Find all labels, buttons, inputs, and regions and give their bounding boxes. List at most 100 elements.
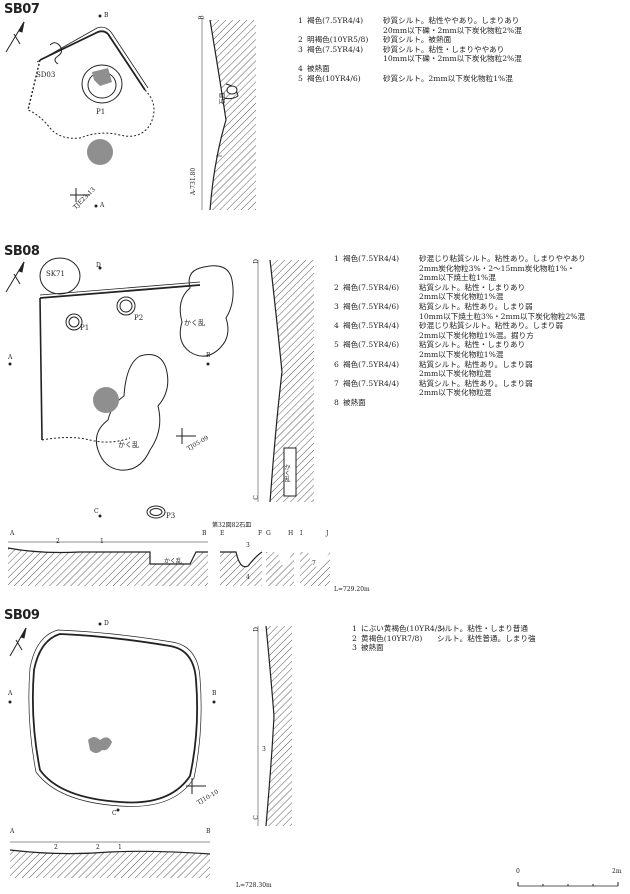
p3-label: P3 bbox=[166, 512, 176, 520]
section-b-label: B bbox=[198, 15, 206, 20]
profile-h: H bbox=[288, 530, 294, 537]
profile-e: E bbox=[220, 530, 225, 537]
legend-desc: 2mm以下炭化物粒1%混 bbox=[419, 349, 504, 359]
p2-label: P2 bbox=[134, 314, 144, 322]
sk71-label: SK71 bbox=[46, 270, 65, 278]
sb07-title: SB07 bbox=[4, 2, 40, 17]
plan-point-c: C bbox=[94, 508, 99, 515]
legend-desc: 砂質シルト。被熱面 bbox=[383, 35, 452, 45]
profile-level: L=729.20m bbox=[334, 586, 370, 593]
plan-point-a: A bbox=[8, 690, 13, 697]
profile-layer-3: 3 bbox=[246, 542, 250, 549]
plan-point-c: C bbox=[112, 810, 117, 817]
legend-number: 4 bbox=[334, 321, 339, 331]
legend-desc: 粘質シルト。粘性・しまりあり bbox=[419, 282, 526, 292]
legend-color: 褐色(7.5YR4/4) bbox=[307, 16, 364, 25]
profile-j: J bbox=[326, 530, 329, 537]
profile-i: I bbox=[300, 530, 303, 537]
profile-layer-1: 1 bbox=[100, 538, 104, 545]
legend-desc: 2mm炭化物粒3%・2〜15mm炭化物粒1%・ bbox=[419, 263, 575, 273]
profile-g: G bbox=[266, 530, 271, 537]
legend-desc: 粘質シルト。粘性・しまりあり bbox=[419, 340, 526, 350]
legend-color: 被熱面 bbox=[361, 643, 384, 653]
legend-color: 褐色(7.5YR4/4) bbox=[343, 321, 400, 331]
legend-color: 被熱面 bbox=[343, 397, 366, 407]
legend-desc: 2mm以下炭化物粒1%混 bbox=[419, 292, 504, 302]
kakuran-label-1: かく乱 bbox=[184, 319, 205, 327]
profile-layer-2a: 2 bbox=[54, 844, 58, 851]
scale-max: 2m bbox=[612, 868, 622, 875]
legend-desc: 粘質シルト。粘性あり。しまり弱 bbox=[419, 301, 533, 311]
profile-layer-1: 1 bbox=[118, 844, 122, 851]
legend-color: 褐色(7.5YR4/4) bbox=[307, 44, 364, 54]
legend-desc: 砂質シルト。粘性ややあり。しまりあり bbox=[383, 16, 520, 25]
profile-a: A bbox=[10, 828, 15, 835]
legend-color: 明褐色(10YR5/8) bbox=[307, 35, 369, 45]
sb08-profile bbox=[7, 541, 330, 586]
sb09-profile bbox=[9, 841, 211, 878]
sb08-title: SB08 bbox=[4, 244, 40, 259]
p1-label: P1 bbox=[96, 108, 106, 116]
sb09-title: SB09 bbox=[4, 608, 40, 623]
legend-desc: 20mm以下礫・2mm以下炭化物粒2%混 bbox=[383, 25, 522, 35]
legend-desc: 粘質シルト。粘性あり。しまり弱 bbox=[419, 359, 533, 369]
legend-desc: 10mm以下礫・2mm以下炭化物粒2%混 bbox=[383, 54, 522, 64]
sb08-section bbox=[257, 259, 314, 503]
profile-f: F bbox=[258, 530, 263, 537]
profile-b: B bbox=[206, 828, 211, 835]
legend-row: 1 褐色(7.5YR4/4) 砂混じり粘質シルト。粘性あり。しまりややあり bbox=[334, 254, 586, 264]
legend-number: 2 bbox=[352, 633, 357, 643]
sb07-plan bbox=[5, 14, 155, 208]
plan-point-a: A bbox=[8, 354, 13, 361]
profile-layer-7: 7 bbox=[312, 560, 316, 567]
legend-color: 褐色(7.5YR4/4) bbox=[343, 378, 400, 388]
profile-layer-2: 2 bbox=[56, 538, 60, 545]
burnt-surface bbox=[93, 387, 119, 413]
profile-kakuran: かく乱 bbox=[164, 558, 183, 565]
legend-row: 4 褐色(7.5YR4/4) 砂混じり粘質シルト。粘性あり。しまり弱 bbox=[334, 321, 586, 331]
legend-color: 褐色(7.5YR4/4) bbox=[343, 359, 400, 369]
stone-note: 第32図82石皿 bbox=[212, 522, 252, 529]
profile-layer-2b: 2 bbox=[96, 844, 100, 851]
legend-row: 4 被熱面 bbox=[298, 64, 522, 74]
p1-label: P1 bbox=[80, 324, 90, 332]
legend-number: 5 bbox=[334, 340, 339, 350]
legend-row: 5 褐色(7.5YR4/6) 粘質シルト。粘性・しまりあり bbox=[334, 340, 586, 350]
legend-color: 褐色(7.5YR4/4) bbox=[343, 254, 400, 263]
sb09-plan bbox=[8, 622, 216, 812]
legend-number: 1 bbox=[334, 254, 339, 263]
legend-number: 5 bbox=[298, 73, 303, 83]
legend-color: にぶい黄褐色(10YR4/3) bbox=[361, 624, 446, 633]
legend-number: 1 bbox=[298, 16, 303, 25]
legend-color: 褐色(7.5YR4/6) bbox=[343, 282, 400, 292]
section-kakuran: かく乱 bbox=[283, 464, 290, 482]
legend-color: 褐色(7.5YR4/6) bbox=[343, 340, 400, 350]
legend-desc: 2mm以下炭化物粒1%混。掘り方 bbox=[419, 330, 534, 340]
legend-desc: 砂混じり粘質シルト。粘性あり。しまり弱 bbox=[419, 321, 563, 331]
scale-zero: 0 bbox=[516, 868, 520, 875]
legend-row: 3 被熱面 bbox=[352, 643, 536, 653]
legend-color: 黄褐色(10YR7/8) bbox=[361, 633, 423, 643]
legend-color: 被熱面 bbox=[307, 63, 330, 73]
plan-point-b: B bbox=[212, 690, 217, 697]
legend-desc: 粘質シルト。粘性あり。しまり弱 bbox=[419, 378, 533, 388]
legend-number: 2 bbox=[334, 282, 339, 292]
legend-color: 褐色(10YR4/6) bbox=[307, 73, 361, 83]
section-d-label: D bbox=[252, 627, 260, 632]
legend-number: 3 bbox=[334, 301, 339, 311]
legend-number: 3 bbox=[352, 643, 357, 653]
legend-desc: 砂混じり粘質シルト。粘性あり。しまりややあり bbox=[419, 254, 586, 263]
legend-number: 3 bbox=[298, 44, 303, 54]
kakuran-label-2: かく乱 bbox=[118, 441, 139, 449]
plan-point-b: B bbox=[104, 12, 109, 19]
hearth-stone bbox=[92, 68, 112, 86]
legend-number: 4 bbox=[298, 63, 303, 73]
